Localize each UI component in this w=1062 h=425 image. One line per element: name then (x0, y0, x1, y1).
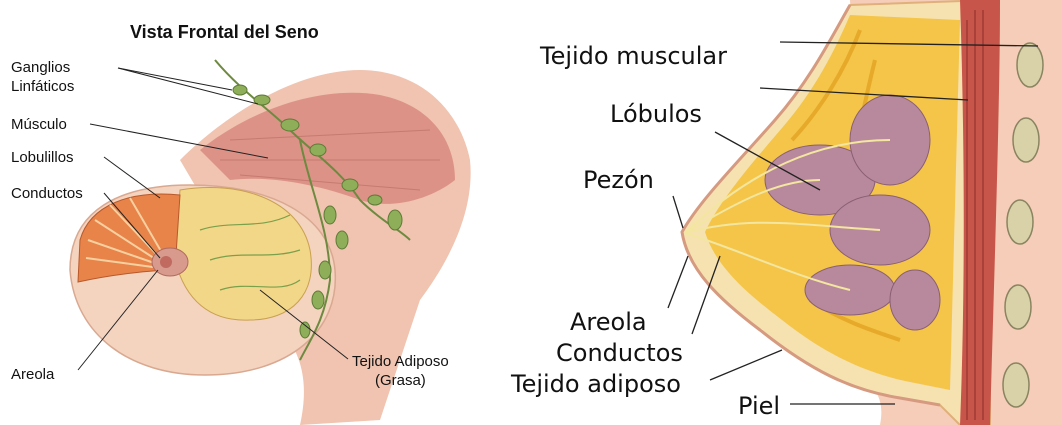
label-ganglios-line2: Linfáticos (11, 78, 74, 95)
label-lobulillos: Lobulillos (11, 150, 74, 165)
label-tejido-line1: Tejido Adiposo (352, 353, 449, 370)
frontal-view-title: Vista Frontal del Seno (130, 22, 319, 43)
label-musculo: Músculo (11, 117, 67, 132)
sagittal-view-panel: Tejido muscular Lóbulos Pezón Areola Con… (520, 0, 1062, 425)
label-lobulos: Lóbulos (610, 102, 702, 126)
label-areola: Areola (11, 367, 54, 382)
label-tejido-adiposo: Tejido Adiposo (Grasa) (352, 352, 449, 390)
label-conductos: Conductos (11, 186, 83, 201)
label-piel: Piel (738, 394, 780, 418)
label-pezon: Pezón (583, 168, 654, 192)
label-areola-section: Areola (570, 310, 647, 334)
label-conductos-section: Conductos (556, 341, 683, 365)
label-tejido-line2: (Grasa) (375, 372, 426, 389)
label-tejido-muscular: Tejido muscular (540, 44, 727, 68)
label-tejido-adiposo-section: Tejido adiposo (511, 372, 681, 396)
label-ganglios: Ganglios Linfáticos (11, 58, 74, 96)
nipple-shape (160, 256, 172, 268)
label-ganglios-line1: Ganglios (11, 59, 70, 76)
frontal-view-panel: Vista Frontal del Seno Ganglios Linfátic… (0, 0, 520, 425)
